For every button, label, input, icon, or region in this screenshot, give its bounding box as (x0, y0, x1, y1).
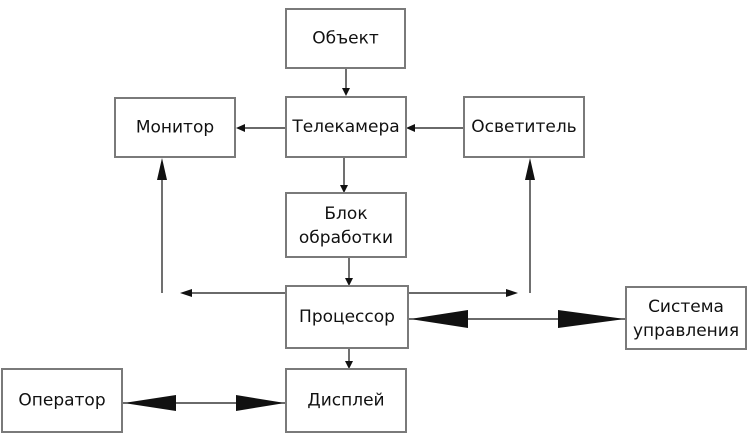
svg-text:Блок: Блок (324, 204, 367, 224)
arrow-object-to-camera (342, 68, 350, 96)
svg-text:Объект: Объект (312, 29, 379, 49)
arrow-processor-to-illuminator (408, 158, 535, 297)
arrow-processor-to-monitor (157, 158, 286, 297)
node-operator-label: Оператор (18, 391, 105, 411)
svg-text:Телекамера: Телекамера (291, 117, 399, 137)
node-control-system: Система управления (625, 286, 747, 350)
node-monitor: Монитор (114, 97, 236, 158)
node-display-label: Дисплей (307, 391, 384, 411)
arrow-illuminator-to-camera (406, 124, 464, 132)
node-processing-label-line1: Блок (324, 204, 367, 224)
svg-text:Процессор: Процессор (299, 307, 395, 327)
node-object-label: Объект (312, 29, 379, 49)
node-monitor-label: Монитор (136, 118, 214, 138)
node-illuminator-label: Осветитель (471, 117, 576, 137)
node-object: Объект (285, 8, 406, 69)
svg-text:Оператор: Оператор (18, 391, 105, 411)
node-processor-label: Процессор (299, 307, 395, 327)
node-control-system-label-line2: управления (633, 321, 739, 341)
arrow-processing-to-processor (345, 257, 353, 286)
node-camera-label: Телекамера (291, 117, 399, 137)
node-display: Дисплей (285, 368, 407, 433)
connectors (122, 68, 626, 411)
svg-text:Система: Система (648, 297, 724, 317)
node-camera: Телекамера (285, 96, 407, 158)
node-processing: Блок обработки (285, 192, 407, 258)
node-control-system-label-line1: Система (648, 297, 724, 317)
svg-text:управления: управления (633, 321, 739, 341)
svg-text:Монитор: Монитор (136, 118, 214, 138)
arrow-camera-to-monitor (236, 124, 286, 132)
arrow-processor-to-display (345, 348, 353, 369)
node-processing-label-line2: обработки (299, 228, 393, 248)
node-processor: Процессор (285, 285, 409, 349)
arrow-camera-to-processing (340, 157, 348, 193)
svg-text:обработки: обработки (299, 228, 393, 248)
arrow-operator-display-bidirectional (122, 395, 286, 411)
node-illuminator: Осветитель (463, 96, 585, 158)
svg-text:Дисплей: Дисплей (307, 391, 384, 411)
svg-text:Осветитель: Осветитель (471, 117, 576, 137)
arrow-processor-control-bidirectional (408, 310, 626, 328)
node-operator: Оператор (1, 368, 123, 433)
